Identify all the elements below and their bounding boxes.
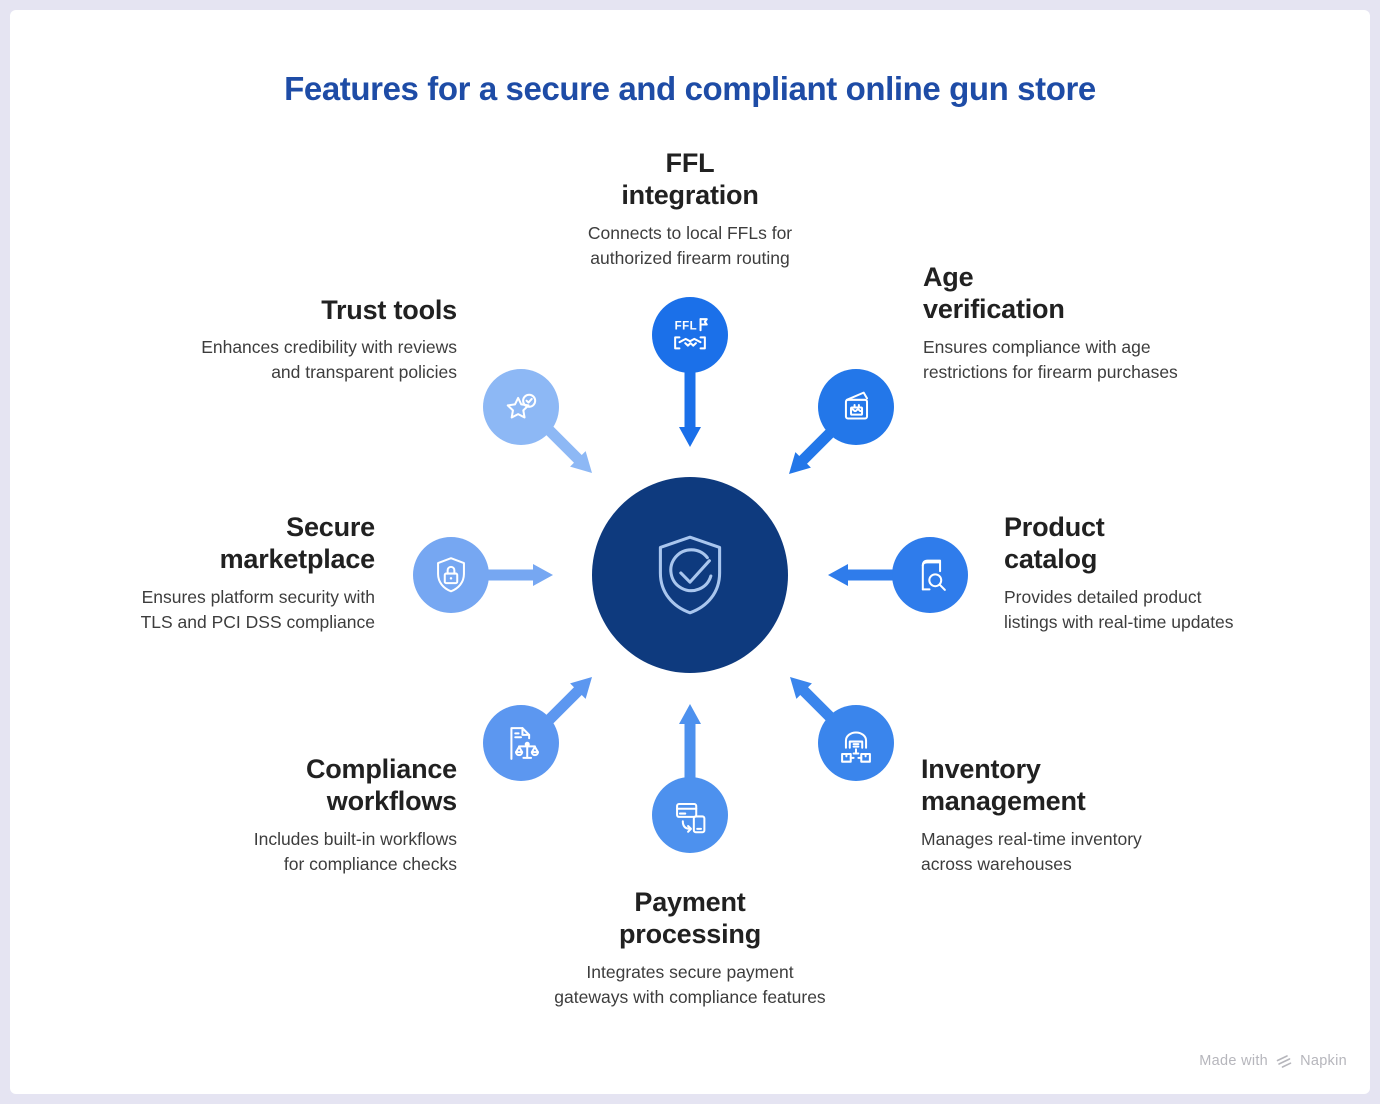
feature-title: Inventory management — [921, 754, 1086, 817]
node-secure-marketplace — [413, 537, 489, 613]
feature-compliance-workflows: Compliance workflows Includes built-in w… — [57, 753, 457, 876]
page-title: Features for a secure and compliant onli… — [284, 70, 1096, 107]
watermark: Made with Napkin — [1199, 1053, 1347, 1069]
svg-text:FFL: FFL — [675, 320, 698, 332]
feature-title: FFL integration — [621, 148, 759, 211]
node-ffl-integration: FFL — [652, 297, 728, 373]
feature-title: Payment processing — [618, 887, 762, 950]
feature-payment-processing: Payment processing Integrates secure pay… — [420, 886, 960, 1009]
birthday-card-icon — [844, 391, 869, 420]
central-hub — [592, 477, 788, 673]
arrow-ffl-integration — [679, 369, 701, 447]
napkin-logo-icon — [1276, 1054, 1292, 1068]
feature-product-catalog: Product catalog Provides detailed produc… — [1004, 511, 1376, 634]
node-age-verification — [818, 369, 894, 445]
feature-title: Secure marketplace — [219, 512, 376, 575]
book-search-icon — [921, 559, 946, 591]
node-inventory-management — [818, 705, 894, 781]
shield-lock-icon — [437, 557, 465, 593]
feature-ffl-integration: FFL integration Connects to local FFLs f… — [420, 147, 960, 270]
node-payment-processing — [652, 777, 728, 853]
watermark-brand: Napkin — [1300, 1053, 1347, 1069]
ffl-handshake-icon: FFL — [674, 318, 708, 350]
feature-trust-tools: Trust tools Enhances credibility with re… — [37, 294, 457, 385]
watermark-text: Made with — [1199, 1053, 1269, 1069]
feature-description: Ensures platform security with TLS and P… — [140, 586, 375, 632]
feature-title: Product catalog — [1004, 512, 1105, 575]
feature-title: Trust tools — [321, 295, 457, 325]
feature-title: Compliance workflows — [305, 754, 457, 817]
feature-description: Manages real-time inventory across wareh… — [921, 828, 1142, 874]
feature-description: Includes built-in workflows for complian… — [253, 828, 457, 874]
warehouse-boxes-icon — [841, 731, 871, 763]
feature-description: Enhances credibility with reviews and tr… — [201, 337, 457, 383]
document-scales-icon — [510, 727, 539, 760]
shield-check-icon — [658, 535, 722, 615]
node-compliance-workflows — [483, 705, 559, 781]
feature-description: Ensures compliance with age restrictions… — [923, 336, 1178, 382]
feature-age-verification: Age verification Ensures compliance with… — [923, 261, 1353, 384]
node-product-catalog — [892, 537, 968, 613]
node-trust-tools — [483, 369, 559, 445]
star-check-icon — [506, 393, 537, 419]
feature-description: Provides detailed product listings with … — [1004, 586, 1234, 632]
feature-title: Age verification — [923, 262, 1065, 325]
arrow-payment-processing — [679, 704, 701, 782]
feature-secure-marketplace: Secure marketplace Ensures platform secu… — [0, 511, 376, 634]
feature-inventory-management: Inventory management Manages real-time i… — [921, 753, 1351, 876]
feature-description: Integrates secure payment gateways with … — [554, 961, 826, 1007]
feature-description: Connects to local FFLs for authorized fi… — [587, 222, 793, 268]
card-phone-swap-icon — [676, 802, 706, 834]
